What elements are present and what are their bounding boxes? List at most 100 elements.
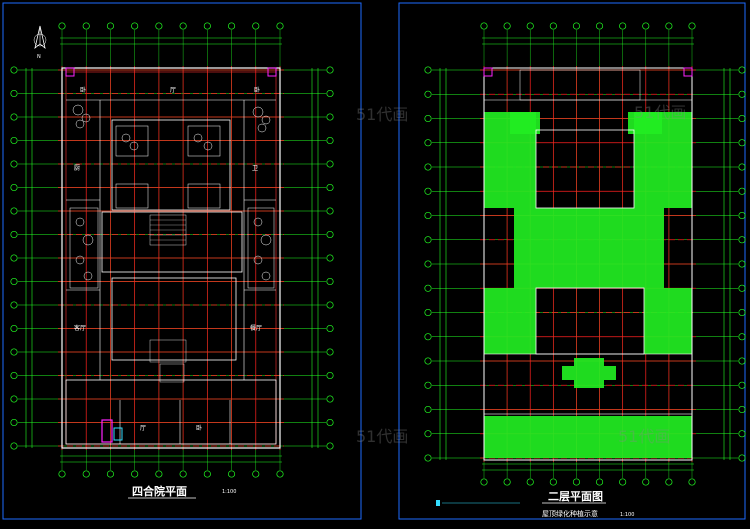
axis-bubble [526, 22, 534, 30]
axis-bubble [549, 22, 557, 30]
axis-bubble [738, 260, 746, 268]
axis-bubble [665, 22, 673, 30]
axis-bubble [424, 357, 432, 365]
axis-bubble [10, 348, 18, 356]
axis-bubble [326, 371, 334, 380]
axis-bubble [619, 478, 627, 486]
axis-bubble [326, 301, 334, 309]
axis-bubble [738, 163, 746, 171]
axis-bubble [424, 308, 432, 317]
axis-bubble [738, 211, 746, 220]
axis-bubble [424, 66, 432, 74]
axis-bubble [10, 89, 18, 98]
axis-bubble [10, 277, 18, 286]
axis-bubble [10, 183, 18, 192]
axis-bubble [131, 470, 139, 478]
axis-bubble [480, 22, 488, 30]
axis-bubble [10, 442, 18, 450]
axis-bubble [82, 470, 90, 478]
axis-bubble [10, 136, 18, 145]
axis-bubble [738, 139, 746, 147]
axis-bubble [252, 470, 260, 478]
room-label: 餐厅 [250, 324, 262, 332]
axis-bubble [738, 90, 746, 98]
axis-bubble [326, 277, 334, 286]
left-sheet-title: 四合院平面 [132, 484, 187, 498]
axis-bubble [424, 90, 432, 98]
axis-bubble [58, 22, 66, 30]
axis-bubble [326, 207, 334, 215]
axis-bubble [642, 478, 650, 486]
axis-bubble [326, 254, 334, 262]
axis-bubble [424, 236, 432, 244]
axis-bubble [738, 454, 746, 462]
axis-bubble [58, 470, 66, 478]
axis-bubble [424, 211, 432, 220]
axis-bubble [203, 470, 211, 478]
axis-bubble [326, 89, 334, 98]
axis-bubble [738, 236, 746, 244]
left-garden-planting [69, 104, 275, 289]
north-label: N [37, 54, 41, 60]
axis-bubble [106, 470, 114, 478]
axis-bubble [326, 230, 334, 239]
axis-bubble [549, 478, 557, 486]
axis-bubble [424, 187, 432, 195]
axis-bubble [10, 418, 18, 427]
axis-bubble [10, 207, 18, 215]
axis-bubble [596, 478, 604, 486]
axis-bubble [738, 430, 746, 438]
right-sheet-title: 二层平面图 [548, 490, 603, 503]
axis-bubble [106, 22, 114, 30]
axis-bubble [424, 139, 432, 147]
axis-bubble [10, 324, 18, 333]
axis-bubble [155, 470, 163, 478]
axis-bubble [10, 301, 18, 309]
axis-bubble [276, 22, 284, 30]
axis-bubble [326, 348, 334, 356]
north-arrow-icon: N [33, 25, 47, 60]
right-sheet-note: 屋顶绿化种植示意 [542, 509, 598, 518]
axis-bubble [228, 22, 236, 30]
right-sheet-scale: 1:100 [620, 512, 634, 518]
watermark-text: 51代画 [356, 105, 408, 124]
axis-bubble [642, 22, 650, 30]
left-building-plan [61, 67, 281, 449]
left-accents [65, 67, 277, 443]
axis-bubble [480, 478, 488, 486]
axis-bubble [688, 478, 696, 486]
axis-bubble [252, 22, 260, 30]
axis-bubble [424, 430, 432, 438]
axis-bubble [131, 22, 139, 30]
axis-bubble [326, 160, 334, 168]
axis-bubble [326, 395, 334, 403]
axis-bubble [424, 454, 432, 462]
axis-bubble [326, 183, 334, 192]
room-label: 卧 [196, 424, 202, 432]
axis-bubble [10, 371, 18, 380]
room-label: 客厅 [74, 324, 86, 332]
axis-bubble [276, 470, 284, 478]
axis-bubble [688, 22, 696, 30]
watermark-text: 51代画 [618, 427, 670, 446]
axis-bubble [572, 478, 580, 486]
axis-bubble [526, 478, 534, 486]
left-sheet-frame [2, 2, 362, 520]
axis-bubble [738, 66, 746, 74]
axis-bubble [228, 470, 236, 478]
axis-bubble [424, 381, 432, 389]
axis-bubble [10, 230, 18, 239]
axis-bubble [738, 187, 746, 195]
axis-bubble [326, 66, 334, 74]
left-sheet: N [2, 2, 362, 520]
room-label: 厅 [170, 87, 176, 94]
axis-bubble [738, 357, 746, 365]
axis-bubble [326, 418, 334, 427]
room-label: 厨 [74, 165, 80, 172]
right-sheet: 二层平面图 屋顶绿化种植示意 1:100 [398, 2, 746, 520]
axis-bubble [619, 22, 627, 30]
right-building-plan [483, 67, 693, 461]
axis-bubble [10, 395, 18, 403]
axis-bubble [424, 284, 432, 292]
